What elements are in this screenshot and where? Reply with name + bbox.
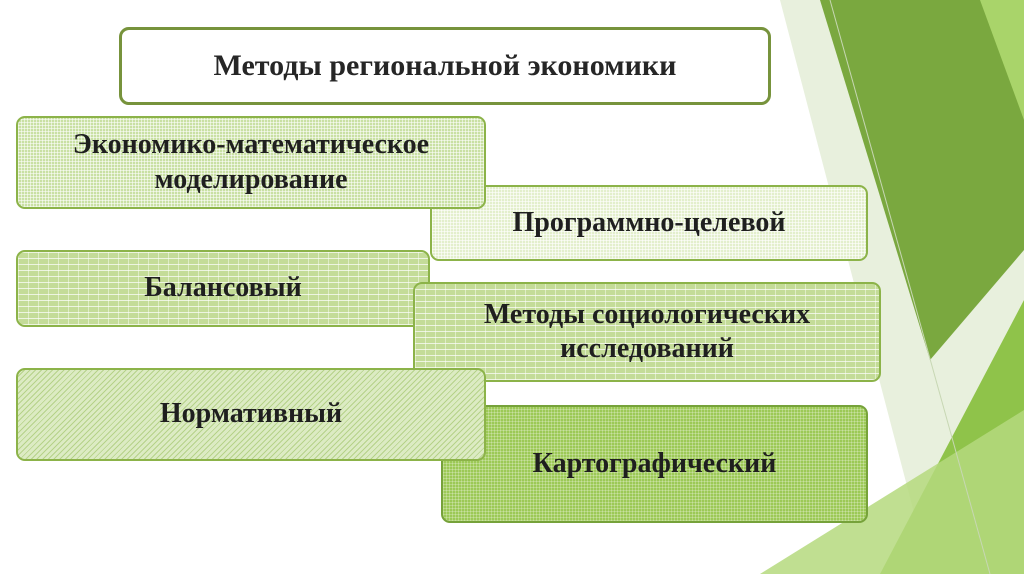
method-program-target: Программно-целевой xyxy=(430,185,868,261)
bg-thin-line xyxy=(829,0,991,574)
method-econ-math-modeling: Экономико-математическое моделирование xyxy=(16,116,486,209)
bg-corner-shape xyxy=(980,0,1024,120)
bg-dark-triangle xyxy=(820,0,1024,360)
method-cartographic: Картографический xyxy=(441,405,868,523)
method-normative: Нормативный xyxy=(16,368,486,461)
method-balance: Балансовый xyxy=(16,250,430,327)
diagram-title: Методы региональной экономики xyxy=(119,27,771,105)
method-sociological-research: Методы социологических исследований xyxy=(413,282,881,382)
bg-bottom-shape xyxy=(760,410,1024,574)
